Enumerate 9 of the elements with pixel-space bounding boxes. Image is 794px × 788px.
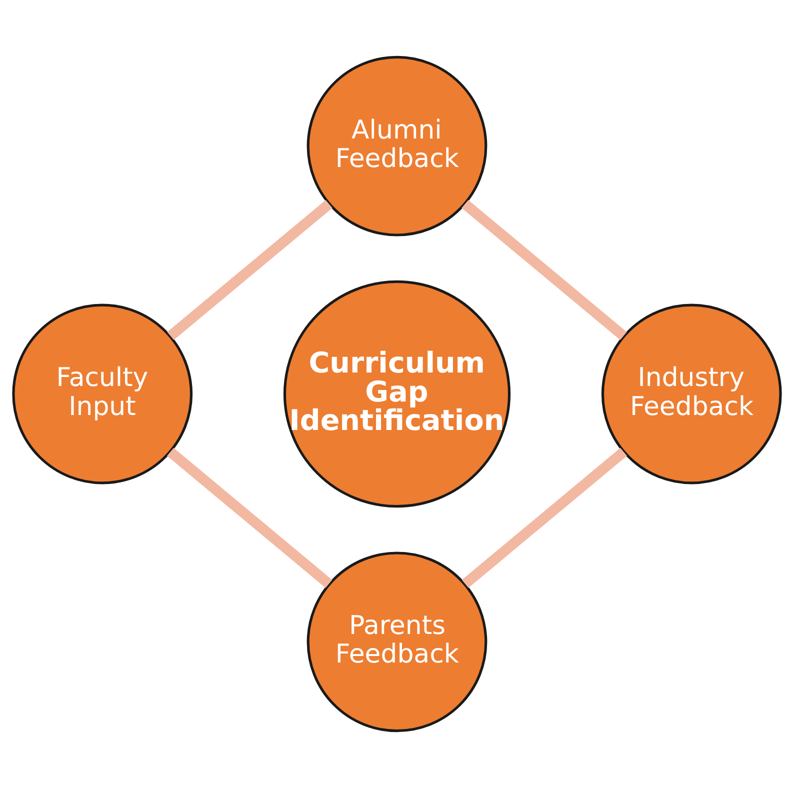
node-circle: Industry Feedback [601, 304, 782, 484]
node-circle: Curriculum Gap Identification [283, 280, 511, 508]
connector [167, 448, 332, 588]
connector [462, 200, 627, 340]
connector [462, 448, 627, 588]
node-circle: Parents Feedback [306, 552, 488, 732]
node-circle: Alumni Feedback [306, 56, 488, 236]
node-circle: Faculty Input [12, 304, 193, 484]
connector [167, 200, 332, 340]
